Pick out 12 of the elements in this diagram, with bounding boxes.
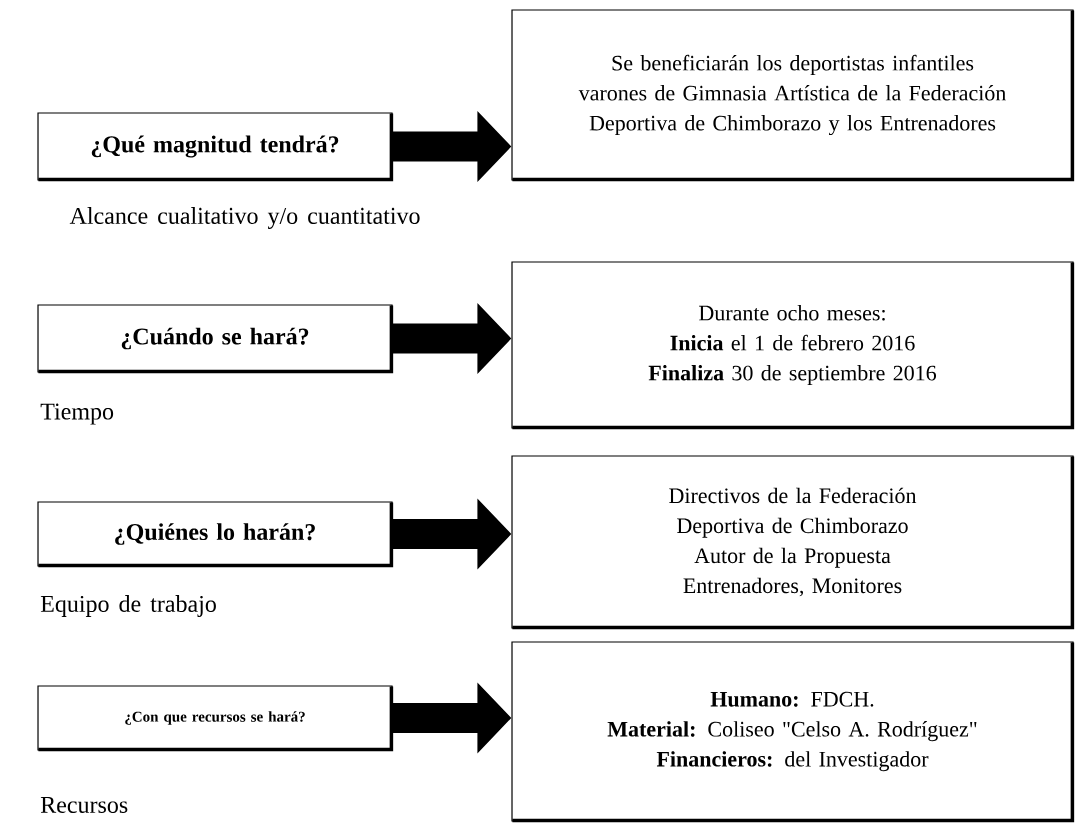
question-box: ¿Qué magnitud tendrá? (37, 112, 394, 182)
question-box: ¿Cuándo se hará? (37, 304, 394, 374)
caption-text: Recursos (40, 797, 128, 813)
answer-box: Humano: FDCH. Material: Coliseo "Celso A. Rodríguez" Financieros: del Investigador (511, 641, 1075, 823)
caption-text: Alcance cualitativo y/o cuantitativo (69, 207, 420, 229)
answer-box: Se beneficiarán los deportistas infantiles varones de Gimnasia Artística de la Federación Deportiva de Chimborazo y los Entrenadores (511, 9, 1075, 182)
answer-box: Directivos de la Federación Deportiva de Chimborazo Autor de la Propuesta Entrenadores, Monitores (511, 455, 1075, 630)
question-box: ¿Quiénes lo harán? (37, 501, 394, 568)
caption-text: Equipo de trabajo (40, 595, 216, 617)
answer-box: Durante ocho meses: Inicia el 1 de febrero 2016 Finaliza 30 de septiembre 2016 (511, 261, 1075, 430)
caption-text: Tiempo (40, 403, 114, 425)
question-box: ¿Con que recursos se hará? (37, 685, 394, 752)
